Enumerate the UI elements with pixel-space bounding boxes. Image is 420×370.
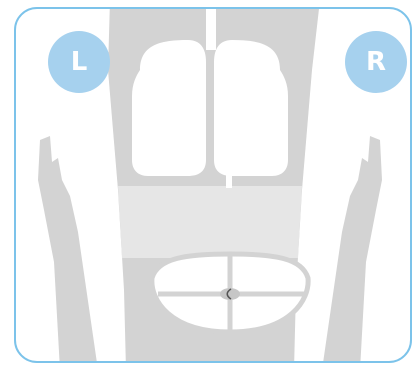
left-side-badge: L [48,31,110,93]
left-chest-cutout [132,40,206,176]
sternum-slit [226,166,232,188]
right-chest-cutout [214,40,288,176]
right-side-badge: R [345,31,407,93]
waist-band [118,186,302,258]
left-arm-shape [38,136,98,370]
right-arm-shape [322,136,382,370]
